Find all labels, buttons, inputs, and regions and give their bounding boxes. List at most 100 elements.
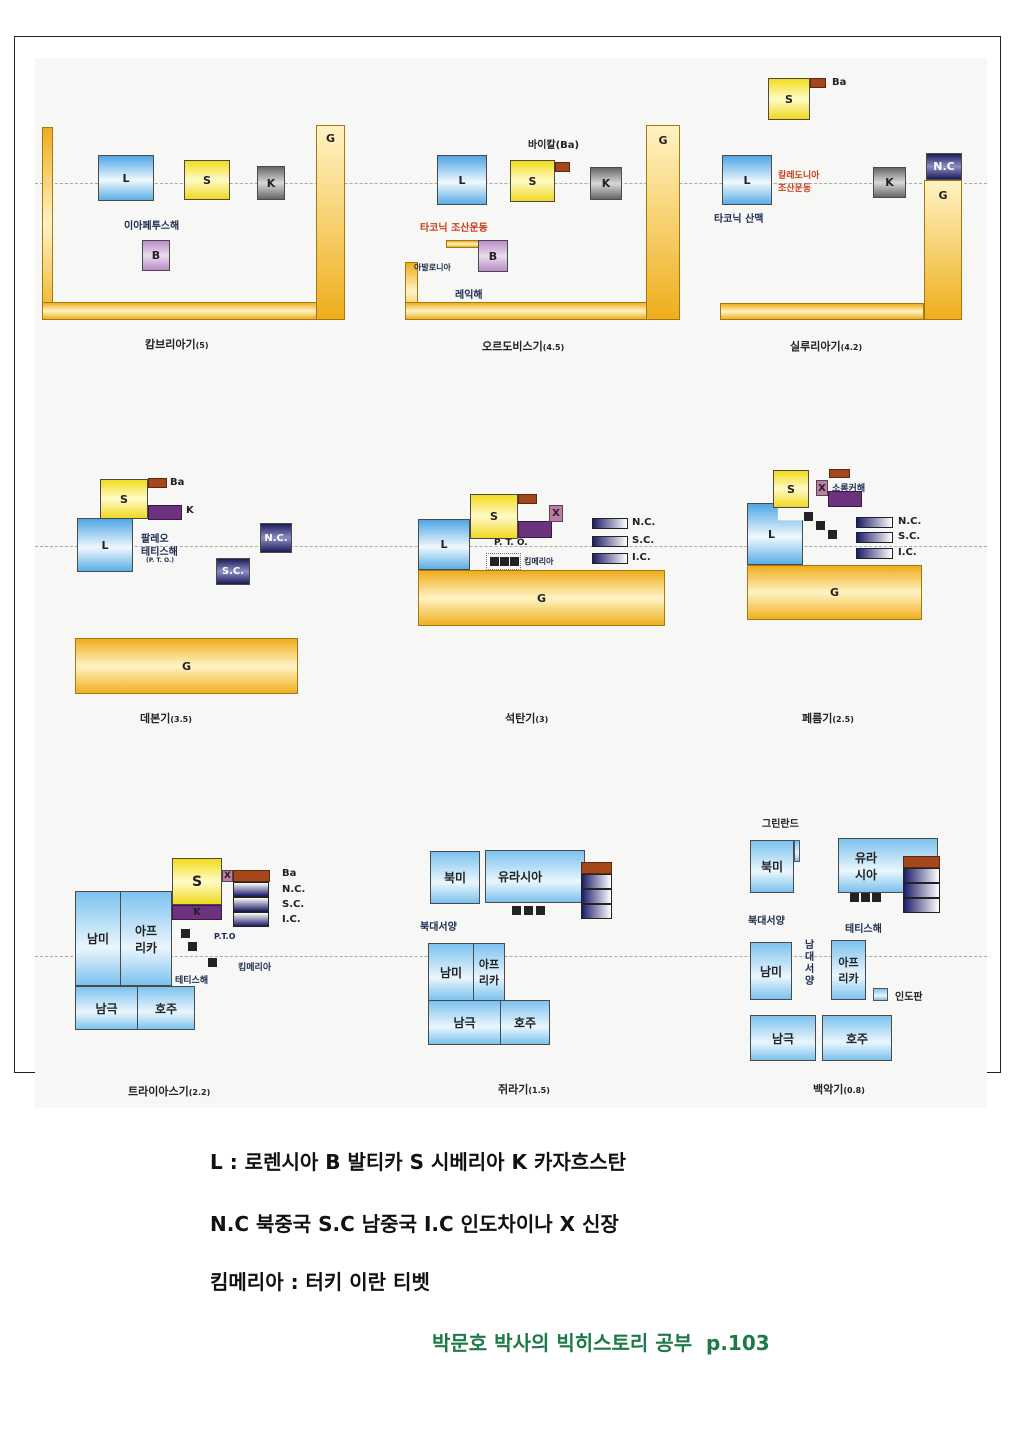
south-atlantic-label: 남대서양 [805, 940, 815, 987]
cimmeria-block [524, 906, 533, 915]
paleo-tethys-label: P. T. O. [494, 538, 528, 548]
antarctica-block: 남극 [750, 1015, 816, 1061]
caption-age: (4.5) [542, 343, 565, 352]
laurentia-block: L [418, 519, 470, 570]
south-china-block: S.C. [216, 558, 250, 585]
indian-plate-block [873, 988, 888, 1001]
paleo-tethys-label-2: 테티스해 [141, 547, 178, 558]
gondwana-bottom-bar [42, 302, 345, 320]
cimmeria-block [828, 530, 837, 539]
tethys-ocean-label: 테티스해 [845, 924, 882, 935]
solonker-ocean-label: 소롱커해 [832, 484, 866, 494]
gondwana-block: G [646, 125, 680, 320]
caledonian-orogeny-label-2: 조산운동 [778, 184, 812, 194]
baltica-block: B [142, 240, 170, 271]
kazakhstan-block [828, 491, 862, 507]
cimmeria-block [208, 958, 217, 967]
siberia-block: S [510, 160, 555, 202]
caledonian-orogeny-label-1: 칼레도니아 [778, 171, 820, 181]
cimmeria-label: 킴메리아 [524, 557, 554, 566]
caption-text: 페름기 [802, 712, 833, 725]
indochina-bar [903, 898, 940, 913]
north-america-block: 북미 [750, 840, 794, 893]
kazakhstan-block: K [590, 167, 622, 200]
cimmeria-block [536, 906, 545, 915]
xinjiang-block: X [549, 505, 563, 522]
caption-text: 트라이아스기 [128, 1085, 189, 1098]
baikal-block [581, 862, 612, 874]
caption-text: 실루리아기 [790, 340, 841, 353]
caption-age: (3) [535, 715, 549, 724]
kazakhstan-block: K [172, 905, 222, 920]
gondwana-bottom-bar [405, 302, 680, 320]
north-china-bar [592, 518, 628, 529]
indian-plate-label: 인도판 [895, 992, 923, 1003]
period-caption-cambrian: 캄브리아기(5) [145, 336, 209, 352]
caption-age: (3.5) [170, 715, 192, 724]
caption-age: (2.2) [188, 1088, 211, 1097]
south-china-label: S.C. [632, 535, 655, 546]
legend-line-1: L : 로렌시아 B 발티카 S 시베리아 K 카자흐스탄 [210, 1150, 626, 1174]
siberia-block: S [768, 78, 810, 120]
period-caption-carboniferous: 석탄기(3) [505, 710, 548, 726]
baikal-block [148, 478, 167, 488]
siberia-block: S [773, 470, 809, 508]
indochina-bar [581, 904, 612, 919]
kazakhstan-label: K [186, 505, 194, 516]
north-china-block: N.C. [260, 523, 292, 553]
indochina-label: I.C. [898, 547, 917, 558]
caption-text: 데본기 [140, 712, 171, 725]
antarctica-block: 남극 [75, 986, 138, 1030]
cimmeria-block [490, 557, 499, 566]
baltica-block: B [478, 240, 508, 272]
gondwana-block: G [924, 180, 962, 320]
kazakhstan-block: K [257, 166, 285, 200]
gondwana-block: G [75, 638, 298, 694]
avalonia-label: 아발로니아 [414, 263, 451, 272]
baikal-label: Ba [282, 868, 297, 879]
north-atlantic-label: 북대서양 [420, 922, 457, 933]
south-china-bar [592, 536, 628, 547]
baikal-label: Ba [170, 477, 185, 488]
baikal-block [555, 162, 570, 172]
africa-block: 아프 리카 [473, 943, 505, 1001]
baikal-block [233, 870, 270, 882]
cimmeria-block [872, 893, 881, 902]
south-china-bar [233, 897, 269, 912]
baikal-block [903, 856, 940, 868]
gondwana-left-bar [42, 127, 53, 320]
north-china-bar [856, 517, 893, 528]
gondwana-bottom-bar [720, 303, 924, 320]
equator-line-row2 [35, 546, 987, 547]
iapetus-ocean-label: 이아페투스해 [124, 221, 180, 232]
laurentia-block: L [98, 155, 154, 201]
caption-age: (1.5) [528, 1086, 550, 1095]
south-china-bar [903, 883, 940, 898]
cimmeria-block [512, 906, 521, 915]
south-america-block: 남미 [750, 942, 792, 1000]
caption-text: 석탄기 [505, 712, 536, 725]
north-atlantic-label: 북대서양 [748, 916, 785, 927]
kazakhstan-block [518, 521, 552, 538]
siberia-block: S [100, 479, 148, 519]
paleo-tethys-label: P.T.O [214, 932, 236, 941]
north-china-block: N.C [926, 153, 962, 180]
australia-block: 호주 [500, 1000, 550, 1045]
north-china-label: N.C. [632, 517, 656, 528]
caption-age: (2.5) [832, 715, 854, 724]
siberia-block: S [172, 858, 222, 905]
south-china-label: S.C. [898, 531, 921, 542]
kazakhstan-block [148, 505, 182, 520]
cimmeria-block [850, 893, 859, 902]
caption-text: 백악기 [813, 1083, 844, 1096]
paleo-tethys-label-3: (P. T. O.) [146, 557, 174, 564]
caption-age: (5) [195, 341, 209, 350]
paleo-tethys-label-1: 팔레오 [141, 534, 169, 545]
cimmeria-block [861, 893, 870, 902]
south-america-block: 남미 [428, 943, 474, 1001]
avalonia-block [446, 240, 480, 248]
south-china-bar [581, 889, 612, 904]
north-china-label: N.C. [898, 516, 922, 527]
period-caption-ordovician: 오르도비스기(4.5) [482, 338, 564, 354]
